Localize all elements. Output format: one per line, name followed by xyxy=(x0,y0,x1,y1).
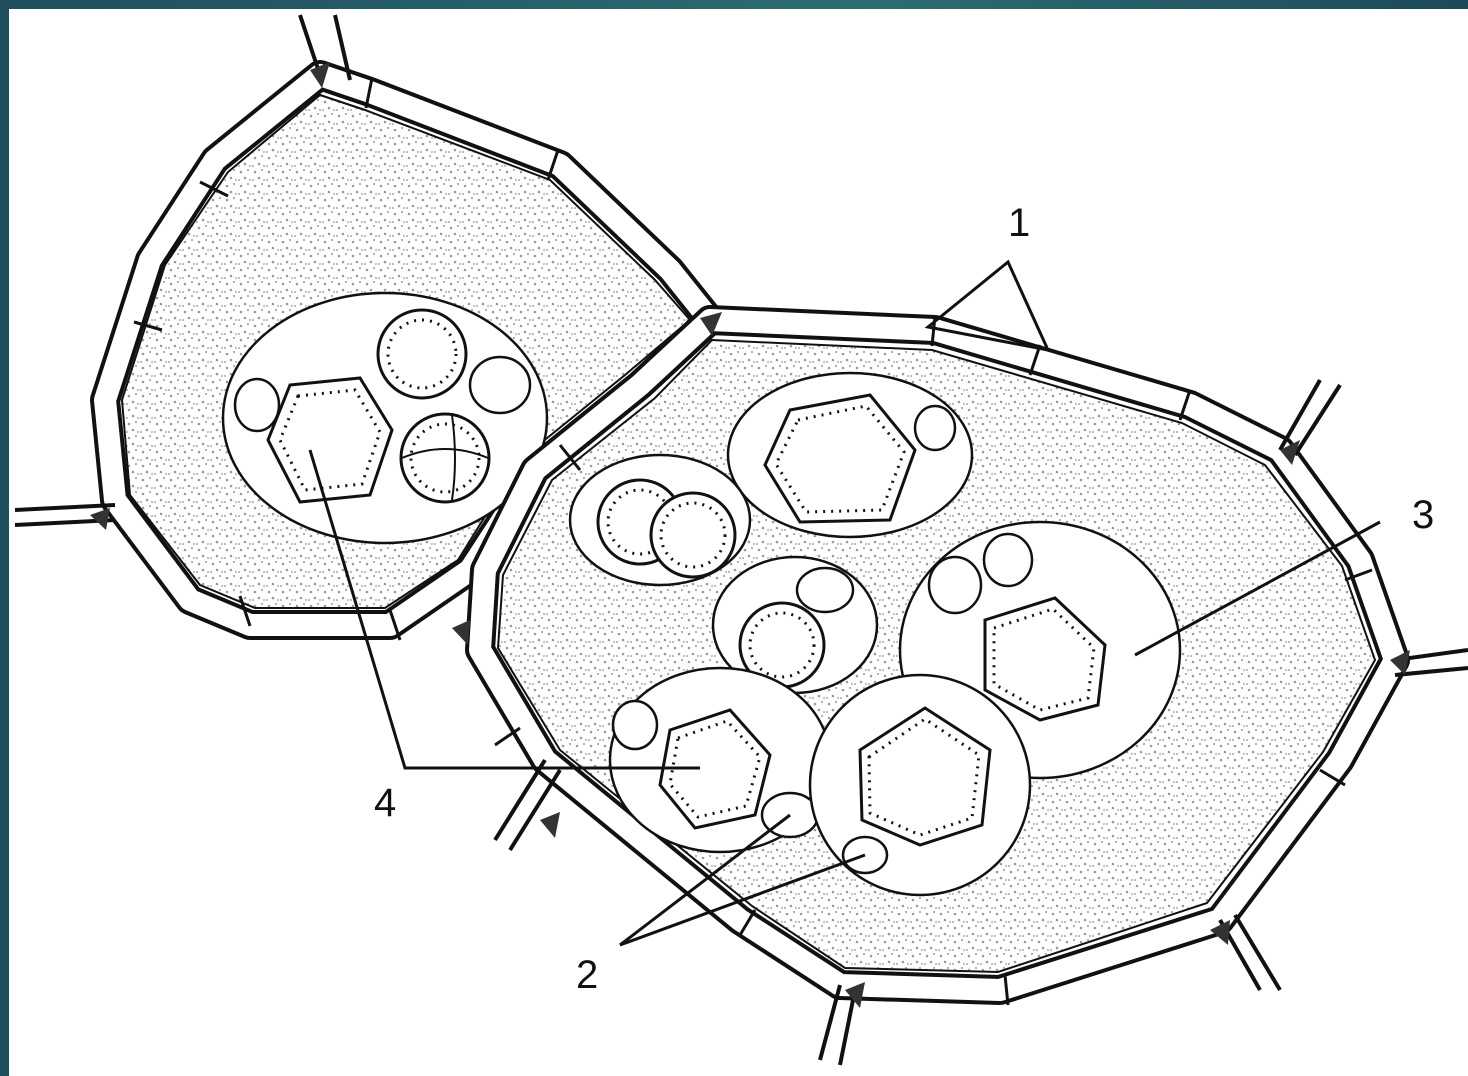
right-cell xyxy=(480,316,1395,1005)
label-1: 1 xyxy=(1008,201,1030,245)
left-small-body-2 xyxy=(470,357,530,413)
left-amyloplast-top xyxy=(378,310,466,398)
label-2: 2 xyxy=(576,953,598,997)
label-4: 4 xyxy=(374,781,396,825)
left-amyloplast-divided xyxy=(401,414,489,502)
label-3: 3 xyxy=(1412,493,1434,537)
left-small-body-1 xyxy=(235,379,279,431)
